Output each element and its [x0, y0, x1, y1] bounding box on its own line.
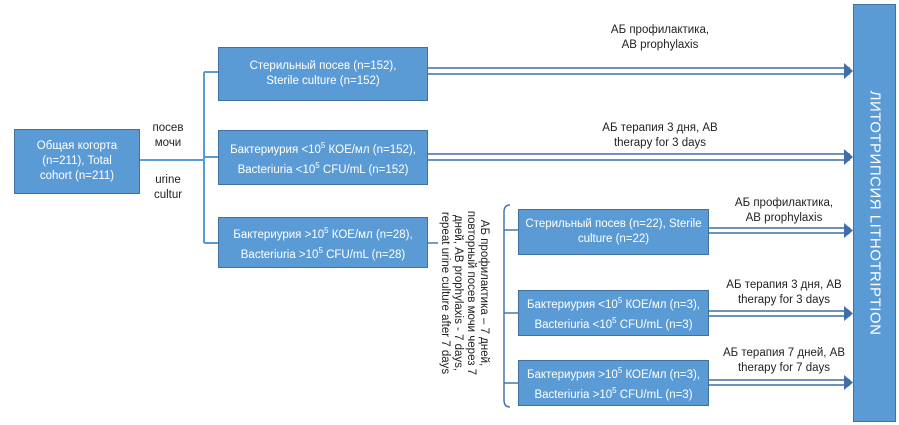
cohort-line1: Общая когорта — [36, 140, 118, 152]
lithotripsy-title: ЛИТОТРИПСИЯ LITHOTRIPTION — [866, 90, 883, 336]
bact-high-ru: Бактериурия >105 КОЕ/мл (n=28), — [233, 225, 413, 241]
arrowheads — [844, 63, 853, 390]
long-arrows — [428, 67, 850, 386]
bact-high-en: Bacteriuria >105 CFU/mL (n=28) — [240, 245, 406, 261]
cohort-line2: (n=211), Total — [42, 155, 112, 167]
sub-label-prophylaxis: АБ профилактика, AB prophylaxis — [734, 197, 834, 224]
lithotripsy-bar: ЛИТОТРИПСИЯ LITHOTRIPTION — [853, 4, 896, 422]
sterile-line2: Sterile culture (n=152) — [266, 75, 380, 87]
sub-sterile-box: Стерильный посев (n=22), Sterile culture… — [518, 209, 709, 255]
culture-label-ru: посев мочи — [152, 122, 184, 149]
bacteriuria-low-box: Бактериурия <105 КОЕ/мл (n=152), Bacteri… — [218, 130, 428, 185]
branch-connector — [140, 71, 218, 244]
sub-label-therapy-3: АБ терапия 3 дня, AB therapy for 3 days — [726, 279, 842, 306]
sterile-box: Стерильный посев (n=152), Sterile cultur… — [218, 47, 428, 101]
bact-low-en: Bacteriuria <105 CFU/mL (n=152) — [237, 160, 409, 176]
sub-label-therapy-7: АБ терапия 7 дней, AB therapy for 7 days — [722, 347, 845, 374]
bacteriuria-high-box: Бактериурия >105 КОЕ/мл (n=28), Bacteriu… — [218, 217, 428, 268]
cohort-box: Общая когорта (n=211), Total cohort (n=2… — [14, 129, 140, 194]
bracket-arrows — [428, 204, 518, 408]
sub-bacteriuria-high-box: Бактериурия >105 КОЕ/мл (n=3), Bacteriur… — [518, 360, 709, 406]
label-therapy-3: АБ терапия 3 дня, AB therapy for 3 days — [602, 122, 718, 149]
cohort-line3: cohort (n=211) — [39, 170, 115, 182]
sub-bacteriuria-low-box: Бактериурия <105 КОЕ/мл (n=3), Bacteriur… — [518, 290, 709, 336]
bact-low-ru: Бактериурия <105 КОЕ/мл (n=152), — [230, 140, 416, 156]
culture-label-en: urine cultur — [153, 174, 183, 201]
sterile-line1: Стерильный посев (n=152), — [249, 60, 397, 72]
repeat-culture-note: АБ профилактика – 7 дней, повторный посе… — [439, 210, 490, 376]
label-prophylaxis: АБ профилактика, AB prophylaxis — [610, 24, 710, 51]
